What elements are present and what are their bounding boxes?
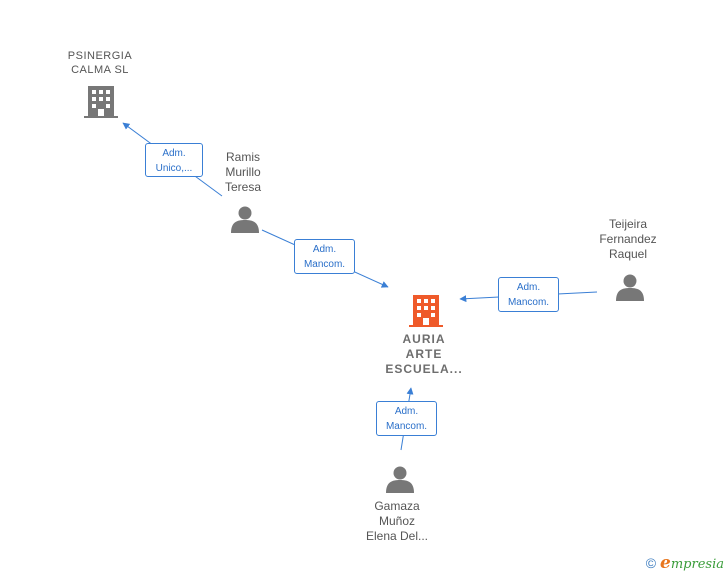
node-label-teijeira[interactable]: Teijeira Fernandez Raquel — [599, 217, 657, 261]
node-label-gamaza[interactable]: Gamaza Muñoz Elena Del... — [365, 499, 429, 543]
empresia-logo[interactable]: empresia — [660, 553, 724, 573]
edge-role-label[interactable]: Adm. Mancom. — [294, 239, 355, 274]
copyright-symbol: © — [645, 555, 657, 571]
node-label-psinergia[interactable]: PSINERGIA CALMA SL — [67, 50, 133, 76]
person-icon[interactable] — [386, 466, 414, 494]
building-icon[interactable] — [409, 295, 443, 327]
edge-role-label[interactable]: Adm. Unico,... — [145, 143, 203, 177]
node-label-ramis[interactable]: Ramis Murillo Teresa — [224, 150, 262, 194]
node-label-auria[interactable]: AURIA ARTE ESCUELA... — [385, 332, 463, 376]
building-icon[interactable] — [84, 86, 118, 118]
edge-role-label[interactable]: Adm. Mancom. — [376, 401, 437, 436]
person-icon[interactable] — [231, 206, 259, 234]
edge-role-label[interactable]: Adm. Mancom. — [498, 277, 559, 312]
person-icon[interactable] — [616, 274, 644, 302]
footer-brand: © empresia — [645, 553, 724, 573]
